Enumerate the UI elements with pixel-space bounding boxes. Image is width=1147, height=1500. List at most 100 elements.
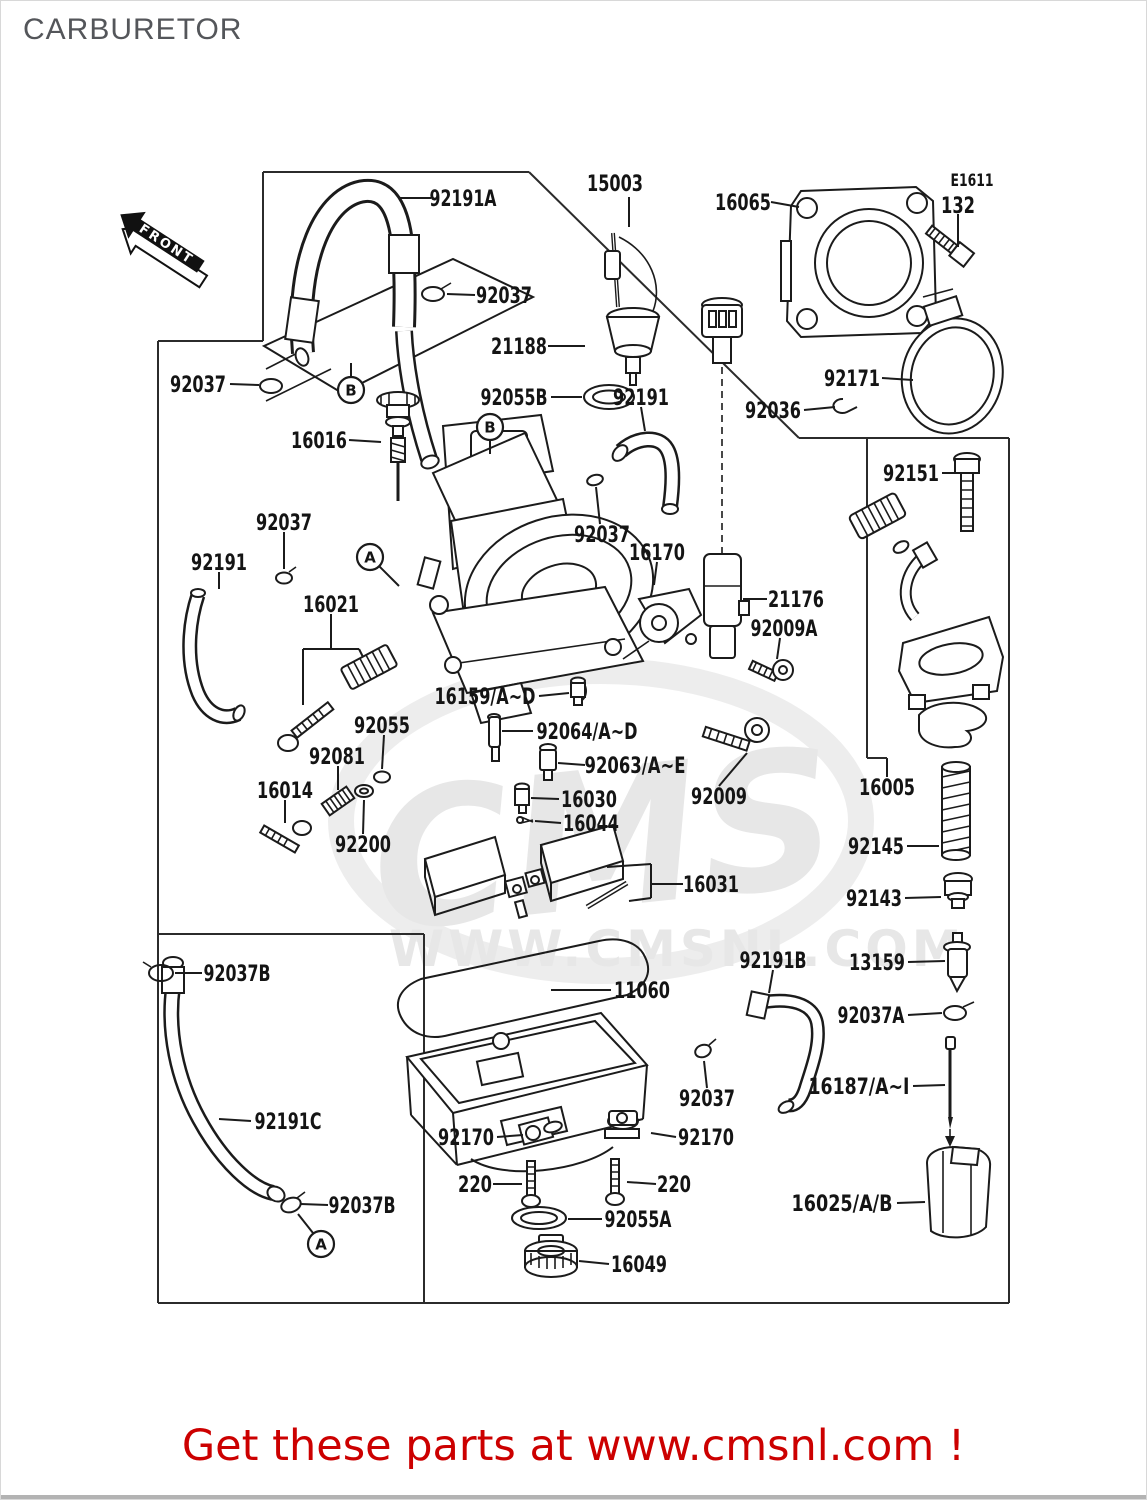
- part-label-92009A: 92009A: [751, 617, 818, 642]
- part-label-92037A: 92037A: [838, 1004, 905, 1029]
- leader-line-16159/A~D: [538, 692, 570, 697]
- hose-92191-top-art: [611, 431, 681, 515]
- washer-92200-art: [354, 784, 374, 798]
- part-label-92037: 92037: [170, 373, 226, 398]
- jet-92063-art: [539, 743, 557, 781]
- flange-16065-art: [780, 185, 938, 339]
- part-label-16016: 16016: [291, 429, 347, 454]
- part-label-92191: 92191: [191, 551, 247, 576]
- reference-circle-letter: A: [315, 1236, 327, 1254]
- reference-circle-A: A: [355, 542, 385, 572]
- clip-92037b-top-art: [142, 961, 174, 982]
- leader-line-92143: [904, 896, 942, 899]
- leader-line-92170: [496, 1134, 524, 1138]
- part-label-92064/A~D: 92064/A~D: [537, 720, 638, 745]
- part-label-92055: 92055: [354, 714, 410, 739]
- gasket-11060-art: [396, 938, 650, 1038]
- leader-line-92191C: [218, 1118, 252, 1122]
- part-artwork: [142, 178, 1005, 1278]
- part-label-92191: 92191: [613, 386, 669, 411]
- front-arrow-body: [120, 211, 205, 273]
- part-label-16044: 16044: [563, 812, 619, 837]
- part-label-92191A: 92191A: [430, 187, 497, 212]
- reference-circle-B: B: [475, 412, 505, 442]
- part-label-92171: 92171: [824, 367, 880, 392]
- clamp-92171-art: [900, 288, 1004, 435]
- part-label-220: 220: [458, 1173, 492, 1198]
- part-label-16025/A/B: 16025/A/B: [792, 1192, 893, 1217]
- part-label-92037: 92037: [679, 1087, 735, 1112]
- part-label-92170: 92170: [678, 1126, 734, 1151]
- part-label-92191C: 92191C: [255, 1110, 322, 1135]
- linkage-16170-art: [622, 587, 703, 660]
- hose-92191b-art: [745, 990, 825, 1114]
- bolt-132-art: [924, 224, 976, 269]
- sensor-21176-art: [701, 297, 750, 659]
- part-label-21188: 21188: [491, 335, 547, 360]
- part-label-92036: 92036: [745, 399, 801, 424]
- leader-line-16170: [653, 561, 658, 586]
- jet-16159-art: [570, 676, 586, 706]
- reference-circle-outline: [355, 542, 385, 572]
- leader-line-92009A: [776, 637, 781, 660]
- part-label-132: 132: [941, 194, 975, 219]
- reference-circle-letter: B: [484, 419, 495, 437]
- adjuster-knurl-art: [848, 492, 910, 554]
- part-label-16065: 16065: [715, 191, 771, 216]
- part-label-E1611: E1611: [951, 171, 994, 191]
- part-label-16049: 16049: [611, 1253, 667, 1278]
- leader-line-16031: [628, 897, 652, 902]
- part-label-92081: 92081: [309, 745, 365, 770]
- footer-banner: Get these parts at www.cmsnl.com !: [181, 1421, 966, 1471]
- screw-16014-art: [258, 820, 312, 854]
- bolt-92151-art: [953, 452, 981, 532]
- oring-92055a-art: [511, 1206, 567, 1230]
- part-label-92145: 92145: [848, 835, 904, 860]
- spring-92145-art: [941, 761, 971, 861]
- reference-circle-B: B: [336, 375, 366, 405]
- cover-16005-art: [897, 540, 1005, 749]
- gasket-16005-art: [918, 701, 988, 749]
- leader-line-92191B: [768, 969, 774, 994]
- reference-circle-letter: A: [364, 549, 376, 567]
- clip-16044-art: [516, 816, 534, 824]
- leader-line-92036: [803, 406, 836, 411]
- part-label-92037: 92037: [574, 523, 630, 548]
- front-arrow-label: FRONT: [136, 222, 196, 268]
- leader-line-92037A: [907, 1012, 943, 1016]
- reference-circle-outline: [306, 1229, 336, 1259]
- part-label-13159: 13159: [849, 951, 905, 976]
- reference-circle-letter: B: [345, 382, 356, 400]
- leader-line-92171: [881, 377, 914, 381]
- leader-line-16021: [358, 648, 364, 658]
- spring-92081-art: [320, 785, 356, 817]
- reference-circle-outline: [336, 375, 366, 405]
- leader-line-92037: [446, 293, 476, 296]
- leader-line-16031: [606, 863, 652, 868]
- fitting-92170-right-art: [604, 1110, 640, 1139]
- labels-layer: 92191A1500316065E1611132920372118892055B…: [170, 171, 994, 1278]
- clamp-92037-clips: [259, 282, 717, 1059]
- leader-line-92037B: [300, 1203, 329, 1206]
- part-label-92037: 92037: [256, 511, 312, 536]
- screw-220-left-art: [521, 1160, 541, 1208]
- fitting-92170-left-art: [517, 1116, 563, 1146]
- part-label-92037B: 92037B: [204, 962, 271, 987]
- reference-circle-A: A: [306, 1229, 336, 1259]
- part-label-92037: 92037: [476, 284, 532, 309]
- screw-92009a-art: [747, 659, 794, 683]
- clip-92036-art: [832, 397, 858, 414]
- jet-92064-art: [487, 713, 501, 762]
- jet-92143-art: [943, 872, 973, 909]
- screw-220-right-art: [605, 1158, 625, 1206]
- leader-line-92037: [595, 486, 601, 525]
- box-outline: [157, 171, 1010, 1304]
- leader-line-92191: [640, 406, 646, 432]
- part-label-92143: 92143: [846, 887, 902, 912]
- leader-line-16187/A~I: [912, 1084, 946, 1087]
- part-label-16030: 16030: [561, 788, 617, 813]
- leader-line-92170: [650, 1132, 677, 1138]
- oring-92055b-art: [583, 384, 635, 410]
- leader-line-92200: [362, 799, 365, 835]
